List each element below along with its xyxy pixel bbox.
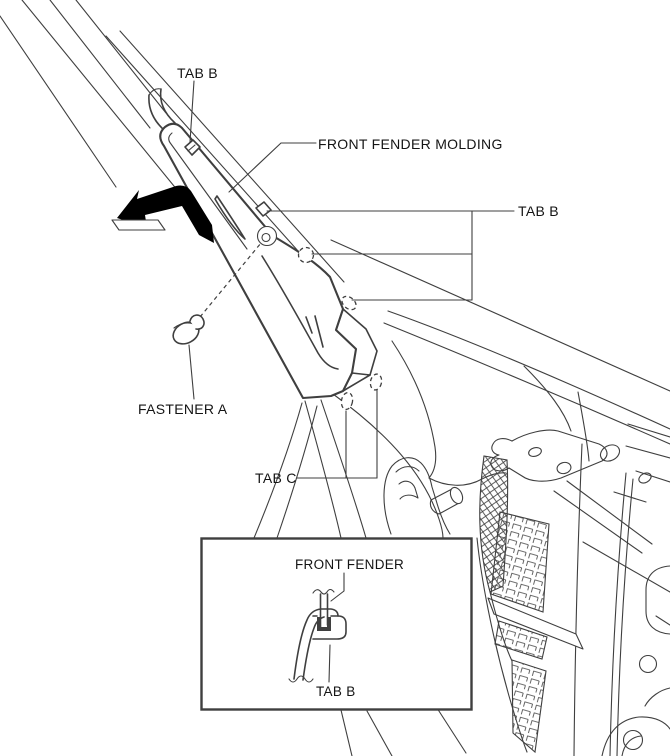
door-gap-line-1 xyxy=(573,443,583,756)
beltline xyxy=(330,239,670,392)
tab-b-marker-2 xyxy=(297,246,315,264)
label-tab-b-right: TAB B xyxy=(518,203,559,219)
door-inner-panel-details xyxy=(601,565,670,756)
fastener-grommet-hole xyxy=(261,232,271,243)
inset-detail-box: FRONT FENDER TAB B xyxy=(200,537,473,711)
fender-lower-edge xyxy=(476,537,528,753)
hinge-hole-small xyxy=(638,472,652,484)
garnish-line-2 xyxy=(320,399,367,539)
label-inset-front-fender: FRONT FENDER xyxy=(295,557,404,572)
channel-groove xyxy=(168,132,248,250)
fender-top-edge xyxy=(387,310,670,430)
hinge-hole-large xyxy=(599,444,621,462)
pillar-base-line xyxy=(577,391,590,462)
tab-c-marker-2 xyxy=(340,391,354,411)
fender-inner-curve xyxy=(391,340,437,479)
mesh-panel-upper xyxy=(490,511,550,613)
windshield-edge-1 xyxy=(105,35,333,290)
flange-connector xyxy=(489,591,513,662)
removal-direction-arrow-icon xyxy=(111,185,214,243)
label-tab-b-top: TAB B xyxy=(177,65,218,81)
car-body-structure xyxy=(253,239,670,756)
fender-arch-line xyxy=(332,393,444,539)
pillar-lower-line-2 xyxy=(276,405,318,539)
fender-top-edge-inner xyxy=(383,322,670,445)
garnish-line-2-lower xyxy=(366,710,393,756)
label-fastener-a: FASTENER A xyxy=(138,401,228,417)
fender-arch-line-lower xyxy=(436,707,467,754)
leader-front-fender-molding xyxy=(228,142,317,193)
arrow-base-plate xyxy=(111,219,166,231)
sill-line-3 xyxy=(582,541,670,593)
label-tab-c: TAB C xyxy=(255,470,297,486)
sill-line-1 xyxy=(566,480,653,545)
leader-inset-tab-b xyxy=(328,644,331,683)
support-slab xyxy=(487,597,584,650)
door-gap-line-3 xyxy=(616,478,634,756)
label-inset-tab-b: TAB B xyxy=(316,684,356,699)
leader-lines xyxy=(188,80,515,479)
door-hinge-bracket xyxy=(490,429,608,482)
leader-tab-b-top xyxy=(189,80,195,143)
inset-tab-b-clip xyxy=(312,615,347,640)
fastener-pin xyxy=(189,314,205,330)
pillar-line-4 xyxy=(75,0,167,114)
pillar-line-3 xyxy=(49,0,151,129)
inset-clip-grip xyxy=(317,617,331,631)
door-gap-line-2 xyxy=(609,472,627,756)
mirror-mount-base xyxy=(383,457,464,535)
molding-rib-2 xyxy=(305,316,313,334)
inset-box-border xyxy=(200,537,473,711)
fastener-grommet xyxy=(256,225,278,247)
pillar-lower-line-1 xyxy=(253,402,303,539)
molding-lip-sliver xyxy=(214,195,246,240)
mesh-panel-mid xyxy=(494,620,548,660)
molding-ridge xyxy=(261,255,339,370)
pillar-line-1 xyxy=(0,15,117,188)
tab-b-marker-1 xyxy=(255,201,272,217)
windshield-edge-2 xyxy=(119,30,345,283)
inset-molding-section xyxy=(288,608,339,683)
door-frame-hatching xyxy=(613,423,670,503)
garnish-collar xyxy=(148,88,176,131)
label-front-fender-molding: FRONT FENDER MOLDING xyxy=(318,136,503,152)
hook-flange xyxy=(342,308,378,376)
molding-outline xyxy=(159,122,358,400)
leader-inset-front-fender xyxy=(330,572,345,602)
tab-c-marker-1 xyxy=(369,373,383,391)
fastener-clip xyxy=(172,242,262,345)
leader-fastener-a xyxy=(188,344,195,400)
mesh-panel-lower xyxy=(511,659,547,754)
fender-rear-edge xyxy=(523,365,572,432)
hook-flange-bottom xyxy=(342,374,371,392)
molding-rib-1 xyxy=(314,315,324,348)
front-fender-molding-part xyxy=(159,122,383,411)
mount-stud-icon xyxy=(449,486,464,505)
garnish-line-1 xyxy=(304,400,342,539)
fastener-insert-path xyxy=(199,242,262,318)
garnish-line-1-lower xyxy=(340,709,353,756)
